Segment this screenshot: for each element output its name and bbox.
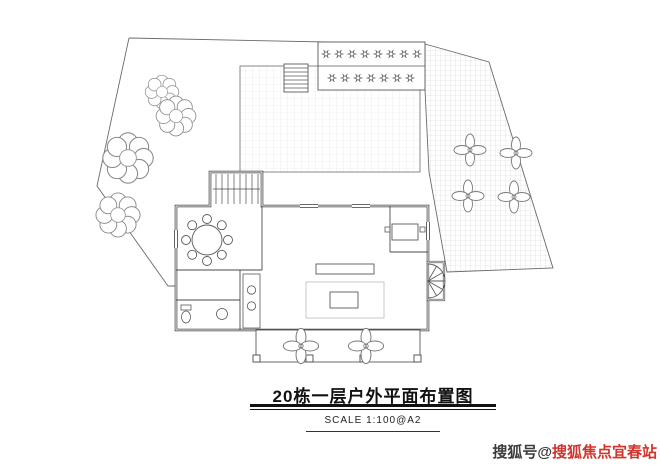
scale-underline (306, 431, 440, 432)
watermark-prefix: 搜狐号@ (492, 444, 552, 461)
tree-icon (95, 192, 141, 238)
patio-paved-area (424, 43, 554, 273)
fixtures (180, 273, 261, 329)
living-room-furniture (305, 223, 426, 319)
round-table-icon (181, 214, 233, 266)
window-icon (172, 202, 432, 248)
plan-title: 20栋一层户外平面布置图 (272, 387, 474, 406)
watermark: 搜狐号@搜狐焦点宜春站 (492, 441, 657, 462)
tree-icon (102, 132, 154, 184)
watermark-account: 搜狐焦点宜春站 (551, 444, 657, 461)
stairs-icon (283, 63, 309, 93)
stairs-icon (213, 174, 260, 204)
tree-icon (155, 95, 197, 137)
title-underline-thin (250, 409, 496, 410)
title-underline-thick (250, 404, 496, 407)
floor-plan-drawing (95, 37, 554, 365)
planting-strip (317, 41, 426, 91)
scale-label: SCALE 1:100@A2 (324, 415, 422, 426)
terrace (252, 327, 422, 365)
spiral-stair-icon (427, 263, 446, 299)
